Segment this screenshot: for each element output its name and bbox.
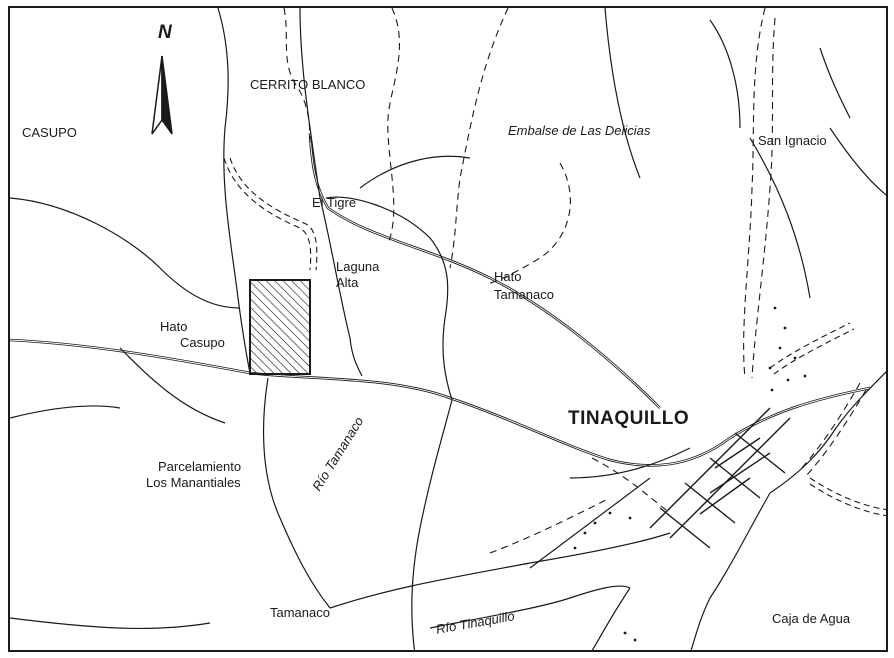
north-arrow-icon	[151, 55, 173, 135]
place-hato-casupo-2: Casupo	[180, 335, 225, 350]
place-parcelamiento-2: Los Manantiales	[146, 475, 241, 490]
main-road-inner	[10, 132, 871, 466]
place-laguna-alta-2: Alta	[336, 275, 359, 290]
place-tinaquillo: TINAQUILLO	[568, 408, 690, 429]
place-cerrito-blanco: CERRITO BLANCO	[250, 77, 366, 92]
stream	[10, 8, 886, 650]
place-hato-casupo-1: Hato	[160, 319, 188, 334]
place-embalse: Embalse de Las Delicias	[508, 123, 651, 138]
settlement-dots	[573, 306, 807, 642]
dashed-track	[223, 157, 886, 517]
place-tamanaco: Tamanaco	[270, 605, 330, 620]
place-laguna-alta-1: Laguna	[336, 259, 380, 274]
study-area	[249, 279, 311, 375]
dashed-path	[283, 8, 867, 554]
place-san-ignacio: San Ignacio	[758, 133, 827, 148]
place-hato-tamanaco-1: Hato	[494, 269, 522, 284]
main-road	[10, 132, 871, 467]
north-label: N	[158, 22, 172, 43]
place-hato-tamanaco-2: Tamanaco	[494, 287, 554, 302]
place-caja-de-agua: Caja de Agua	[772, 611, 851, 626]
town-grid	[649, 407, 791, 549]
map-frame: N CERRITO BLANCO CASUPO El Tigre Laguna …	[8, 6, 888, 652]
place-parcelamiento-1: Parcelamiento	[158, 459, 242, 474]
map-canvas	[10, 8, 886, 650]
place-casupo: CASUPO	[22, 125, 77, 140]
place-el-tigre: El Tigre	[312, 195, 357, 210]
